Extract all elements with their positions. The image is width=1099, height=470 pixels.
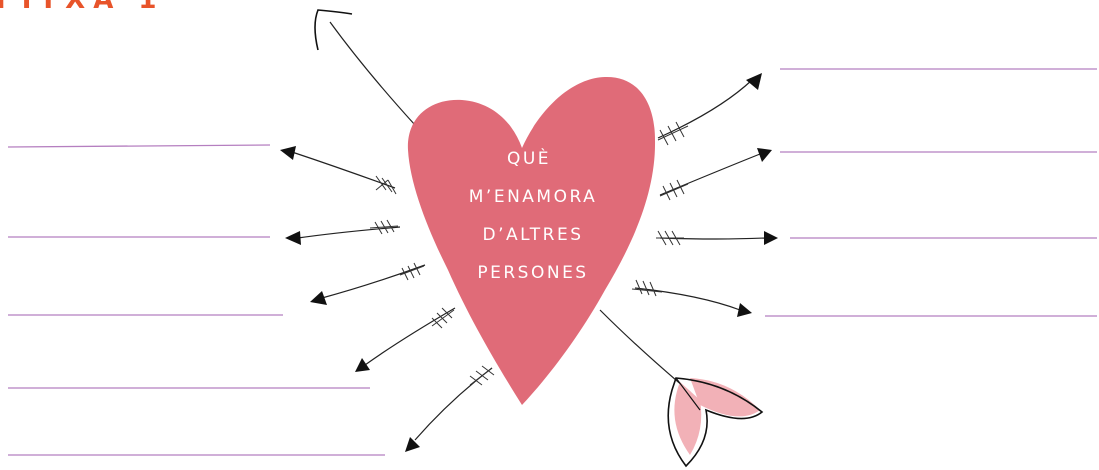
cupid-arrow: [314, 9, 764, 468]
feather-tail-icon: [667, 377, 764, 468]
worksheet-title: FITXA 1: [0, 0, 164, 15]
answer-line-left-1[interactable]: [7, 144, 271, 148]
cupid-arrowhead-icon: [314, 9, 353, 51]
heart-shape: [407, 76, 656, 405]
small-arrow-left-3: [310, 262, 426, 305]
heart-text-line-4: PERSONES: [477, 263, 588, 283]
small-arrow-right-1: [657, 73, 762, 146]
heart-text-line-3: D’ALTRES: [483, 225, 584, 245]
small-arrow-right-3: [656, 230, 778, 246]
heart-text-line-1: QUÈ: [507, 147, 551, 169]
small-arrow-left-2: [285, 219, 401, 245]
heart-text-line-2: M’ENAMORA: [469, 187, 597, 207]
small-arrow-right-2: [659, 148, 772, 201]
cupid-arrow-shaft-bottom: [599, 309, 691, 393]
cupid-arrow-shaft-top: [329, 21, 416, 126]
small-arrow-left-4: [355, 307, 456, 372]
small-arrow-right-4: [631, 279, 752, 317]
small-arrow-left-5: [405, 365, 495, 452]
small-arrow-left-1: [280, 146, 397, 195]
